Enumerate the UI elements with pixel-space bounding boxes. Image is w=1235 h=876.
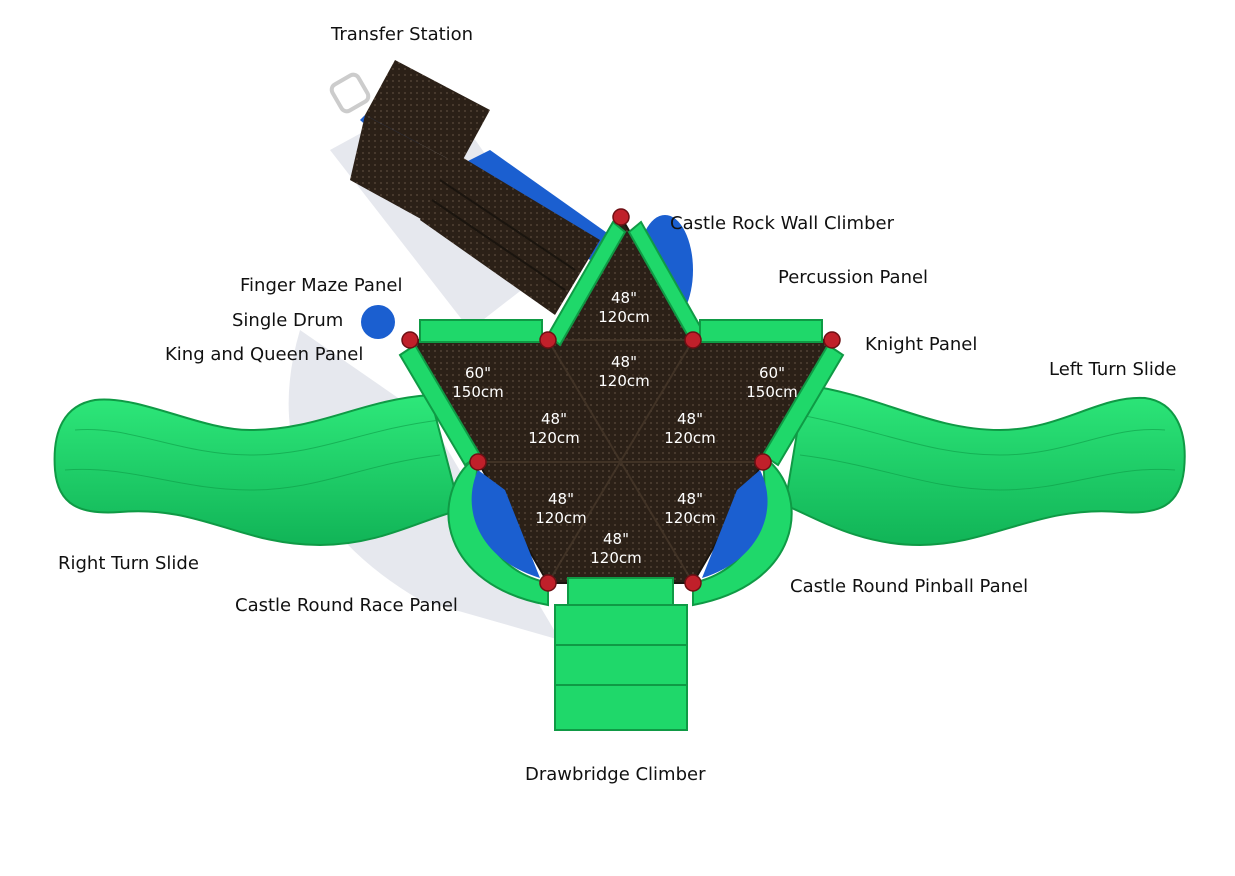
label-castle-round-race-panel: Castle Round Race Panel: [235, 595, 458, 616]
pinball-panel-blue: [702, 470, 768, 578]
label-percussion-panel: Percussion Panel: [778, 267, 929, 288]
label-single-drum: Single Drum: [232, 310, 344, 331]
label-transfer-station: Transfer Station: [331, 24, 474, 45]
label-knight-panel: Knight Panel: [865, 334, 978, 355]
dim-mid-right: 48"120cm: [664, 410, 716, 447]
left-turn-slide-shape: [783, 383, 1186, 547]
label-drawbridge-climber: Drawbridge Climber: [525, 764, 706, 785]
label-king-and-queen-panel: King and Queen Panel: [165, 344, 364, 365]
label-right-turn-slide: Right Turn Slide: [58, 553, 199, 574]
drawbridge-climber-shape: [554, 577, 688, 731]
race-panel-blue: [471, 470, 540, 578]
green-panels: [398, 220, 845, 467]
right-turn-slide-shape: [53, 393, 462, 547]
posts: [401, 208, 841, 592]
dim-upper-center: 48"120cm: [598, 353, 650, 390]
transfer-station: [329, 60, 610, 315]
label-finger-maze-panel: Finger Maze Panel: [240, 275, 403, 296]
dim-right: 60"150cm: [746, 364, 798, 401]
dim-bottom: 48"120cm: [590, 530, 642, 567]
dim-mid-left: 48"120cm: [528, 410, 580, 447]
label-castle-round-pinball-panel: Castle Round Pinball Panel: [790, 576, 1029, 597]
label-left-turn-slide: Left Turn Slide: [1049, 359, 1177, 380]
label-castle-rock-wall-climber: Castle Rock Wall Climber: [670, 213, 894, 234]
dim-low-right: 48"120cm: [664, 490, 716, 527]
dim-top: 48"120cm: [598, 289, 650, 326]
single-drum-shape: [361, 305, 395, 339]
dim-low-left: 48"120cm: [535, 490, 587, 527]
dim-left: 60"150cm: [452, 364, 504, 401]
